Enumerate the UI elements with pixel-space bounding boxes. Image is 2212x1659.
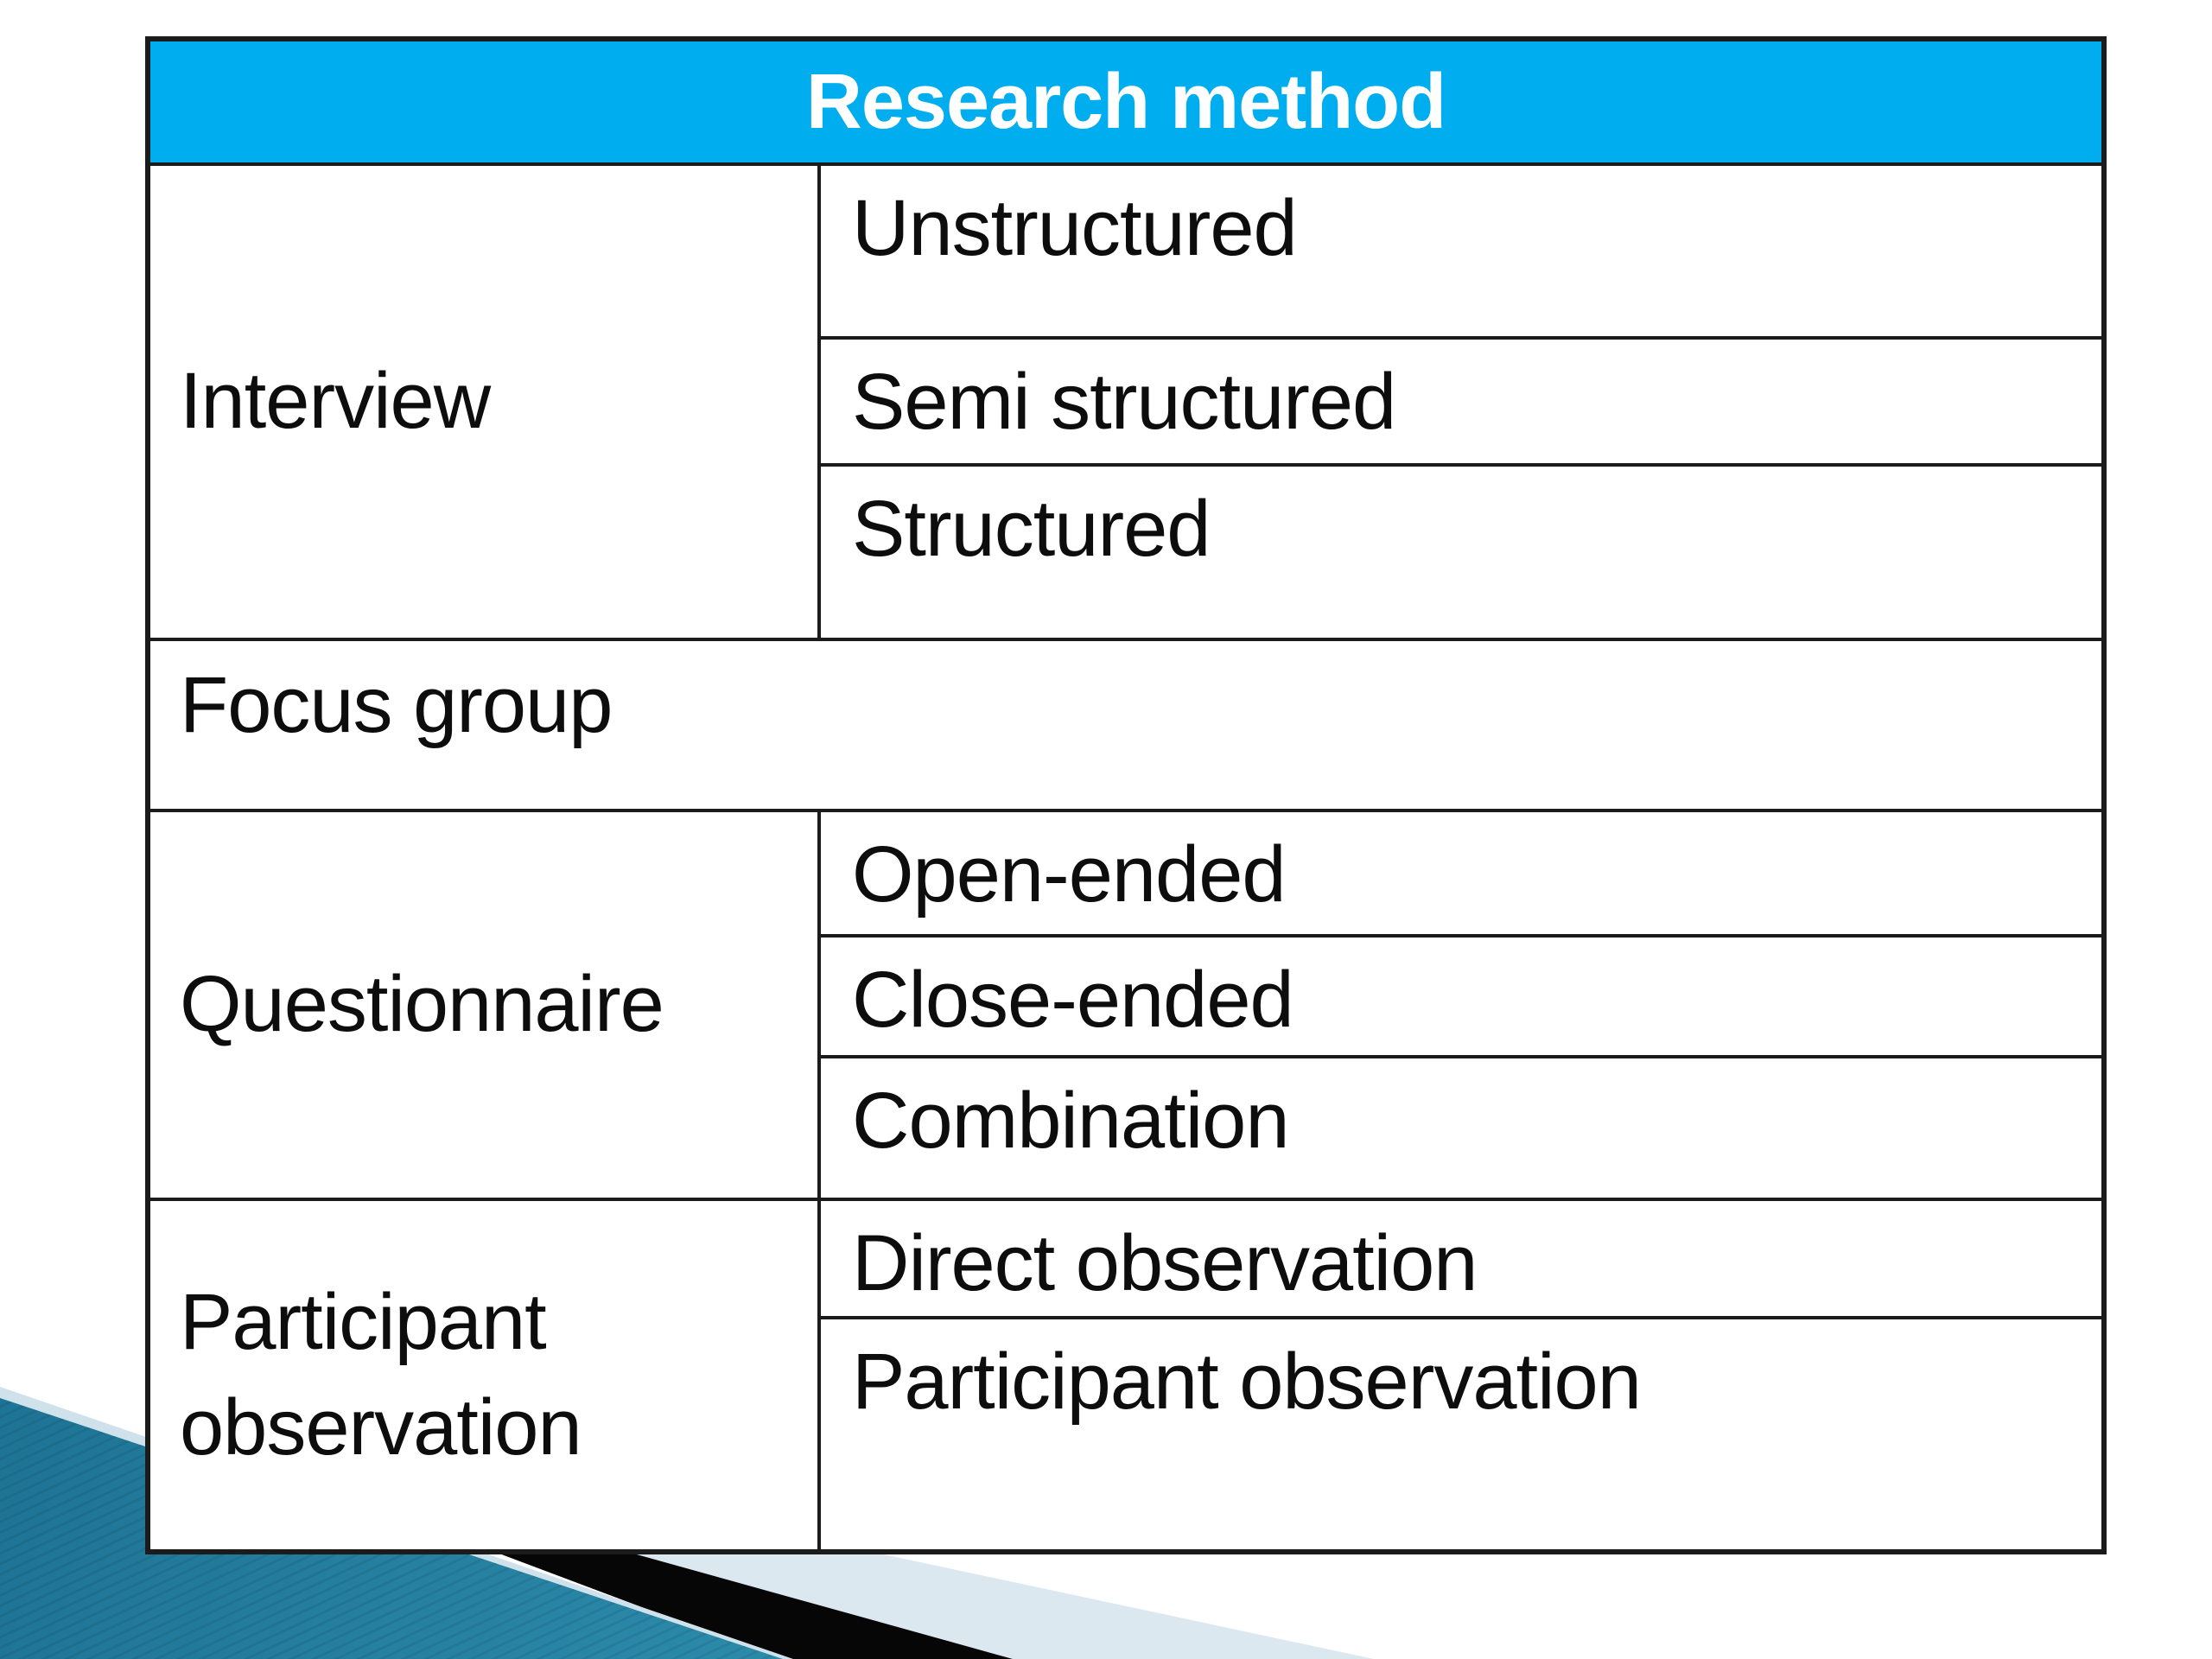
- subtype-cell-close-ended: Close-ended: [817, 934, 2106, 1058]
- subtype-cell-combination: Combination: [817, 1055, 2106, 1201]
- research-method-table: Research method Interview Unstructured S…: [145, 36, 2107, 1555]
- category-cell-questionnaire: Questionnaire: [146, 809, 821, 1201]
- subtype-cell-semi-structured: Semi structured: [817, 336, 2106, 467]
- category-cell-participant-observation: Participant observation: [146, 1197, 821, 1554]
- subtype-cell-participant-observation: Participant observation: [817, 1316, 2106, 1554]
- subtype-cell-open-ended: Open-ended: [817, 809, 2106, 938]
- table-header-cell: Research method: [146, 37, 2106, 166]
- category-cell-interview: Interview: [146, 162, 821, 641]
- subtype-cell-unstructured: Unstructured: [817, 162, 2106, 340]
- subtype-cell-structured: Structured: [817, 463, 2106, 641]
- research-method-table-container: Research method Interview Unstructured S…: [145, 36, 2107, 1555]
- category-cell-focus-group: Focus group: [146, 638, 2106, 812]
- subtype-cell-direct-observation: Direct observation: [817, 1197, 2106, 1320]
